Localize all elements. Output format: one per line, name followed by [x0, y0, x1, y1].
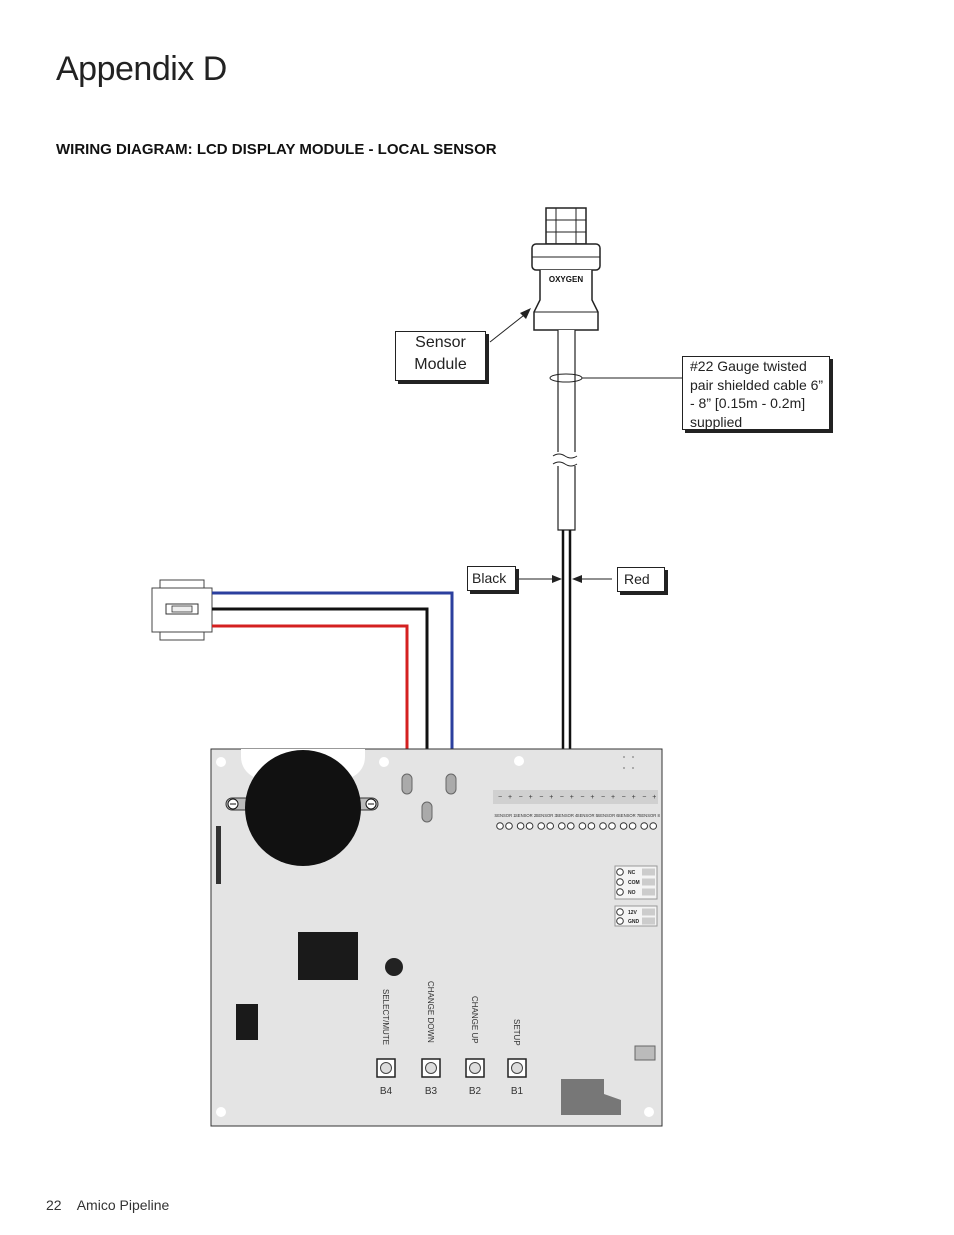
button-function-label: CHANGE DOWN — [426, 981, 435, 1043]
sensor-terminal: −+ SENSOR 1 — [494, 794, 516, 830]
page-footer: 22 Amico Pipeline — [46, 1197, 169, 1213]
sensor-terminal-label: SENSOR 8 — [639, 813, 661, 818]
power-terminal: 12V — [616, 908, 655, 916]
svg-text:+: + — [549, 794, 553, 801]
power-connector — [151, 579, 213, 641]
svg-text:+: + — [570, 794, 574, 801]
pushbutton-b4: SELECT/MUTE B4 — [376, 989, 396, 1097]
oxygen-sensor: OXYGEN — [531, 207, 601, 331]
relay-terminal: NC — [616, 868, 655, 876]
sensor-module-callout: Sensor Module — [395, 331, 486, 381]
page-title: Appendix D — [56, 50, 227, 88]
svg-text:+: + — [632, 794, 636, 801]
svg-text:+: + — [508, 794, 512, 801]
button-id-label: B2 — [469, 1086, 482, 1097]
button-function-label: SETUP — [512, 1019, 521, 1046]
svg-text:−: − — [498, 794, 502, 801]
sensor-terminal-label: SENSOR 3 — [536, 813, 558, 818]
sensor-terminal: −+ SENSOR 3 — [536, 794, 558, 830]
footer-text: Amico Pipeline — [76, 1197, 170, 1213]
svg-text:+: + — [590, 794, 594, 801]
pushbutton-b1: SETUP B1 — [507, 1019, 527, 1097]
red-wire-label: Red — [624, 571, 650, 587]
sensor-terminal: −+ SENSOR 2 — [515, 794, 537, 830]
power-terminal: GND — [616, 917, 655, 925]
sensor-terminal: −+ SENSOR 8 — [639, 794, 661, 830]
svg-text:+: + — [652, 794, 656, 801]
sensor-module-label: Sensor Module — [414, 334, 467, 373]
sensor-label: OXYGEN — [549, 275, 583, 284]
sensor-terminal-label: SENSOR 1 — [494, 813, 516, 818]
sensor-terminal-label: SENSOR 2 — [515, 813, 537, 818]
cable-callout: #22 Gauge twisted pair shielded cable 6”… — [682, 356, 830, 430]
relay-terminal-label: NC — [628, 870, 636, 876]
power-terminal-label: 12V — [628, 910, 638, 916]
power-terminal-label: GND — [628, 919, 640, 925]
relay-terminal: COM — [616, 878, 655, 886]
button-id-label: B4 — [380, 1086, 393, 1097]
button-id-label: B3 — [425, 1086, 438, 1097]
pushbutton-b2: CHANGE UP B2 — [465, 996, 485, 1097]
sensor-cable — [549, 330, 583, 800]
sensor-terminal: −+ SENSOR 5 — [577, 794, 599, 830]
svg-text:−: − — [622, 794, 626, 801]
button-id-label: B1 — [511, 1086, 524, 1097]
svg-text:+: + — [529, 794, 533, 801]
sensor-terminal-label: SENSOR 7 — [618, 813, 640, 818]
svg-text:−: − — [539, 794, 543, 801]
sensor-terminal-label: SENSOR 5 — [577, 813, 599, 818]
svg-text:−: − — [580, 794, 584, 801]
page-number: 22 — [46, 1197, 62, 1213]
circuit-board: −+SENSOR 1−+SENSOR 2−+SENSOR 3−+SENSOR 4… — [210, 748, 663, 1127]
sensor-terminal-label: SENSOR 6 — [597, 813, 619, 818]
cable-label: #22 Gauge twisted pair shielded cable 6”… — [690, 358, 824, 430]
relay-terminal-label: COM — [628, 880, 640, 886]
svg-text:−: − — [560, 794, 564, 801]
svg-text:−: − — [642, 794, 646, 801]
button-function-label: SELECT/MUTE — [381, 989, 390, 1045]
pushbutton-b3: CHANGE DOWN B3 — [421, 981, 441, 1097]
red-wire-callout: Red — [617, 567, 665, 592]
section-heading: WIRING DIAGRAM: LCD DISPLAY MODULE - LOC… — [56, 141, 497, 158]
button-function-label: CHANGE UP — [470, 996, 479, 1044]
svg-text:−: − — [601, 794, 605, 801]
relay-terminal-label: NO — [628, 890, 636, 896]
sensor-terminal: −+ SENSOR 4 — [556, 794, 578, 830]
svg-text:−: − — [519, 794, 523, 801]
sensor-terminal-label: SENSOR 4 — [556, 813, 578, 818]
black-wire-callout: Black — [467, 566, 516, 591]
relay-terminal: NO — [616, 888, 655, 896]
sensor-terminal: −+ SENSOR 6 — [597, 794, 619, 830]
svg-text:+: + — [611, 794, 615, 801]
sensor-terminal: −+ SENSOR 7 — [618, 794, 640, 830]
black-wire-label: Black — [472, 570, 507, 586]
